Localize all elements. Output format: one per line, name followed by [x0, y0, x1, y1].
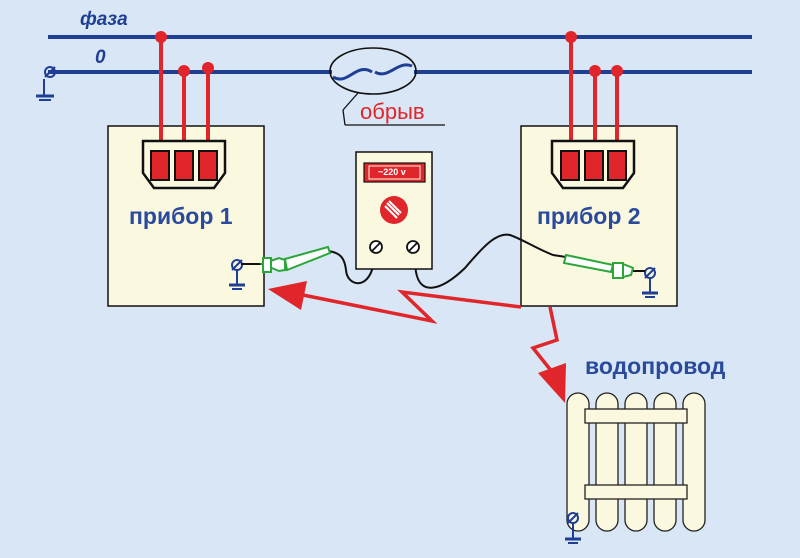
left-test-lead: [326, 250, 377, 285]
device-2-label: прибор 2: [537, 203, 641, 229]
radiator: [566, 392, 706, 532]
meter-reading: ~220 v: [378, 167, 406, 177]
multimeter: [355, 151, 433, 270]
device-2-ground-icon: [642, 267, 658, 298]
radiator-ground-icon: [565, 512, 581, 544]
terminal-left-icon: [369, 240, 383, 254]
neutral-break: [329, 47, 445, 126]
leak-arrow-to-device-1: [268, 281, 522, 324]
device-2-cable: [550, 31, 636, 190]
probe-1: [241, 245, 332, 273]
phase-label: фаза: [80, 9, 128, 30]
probe-2: [562, 253, 645, 279]
terminal-right-icon: [406, 240, 420, 254]
device-1-cable: [141, 31, 227, 190]
leak-arrow-to-water-pipe: [530, 306, 566, 403]
neutral-label: 0: [95, 47, 106, 68]
right-test-lead: [412, 233, 567, 289]
dial-icon: [380, 196, 408, 224]
neutral-ground-icon: [36, 66, 56, 101]
break-label: обрыв: [360, 99, 425, 124]
device-1-label: прибор 1: [129, 203, 233, 229]
water-pipe-label: водопровод: [585, 353, 726, 379]
